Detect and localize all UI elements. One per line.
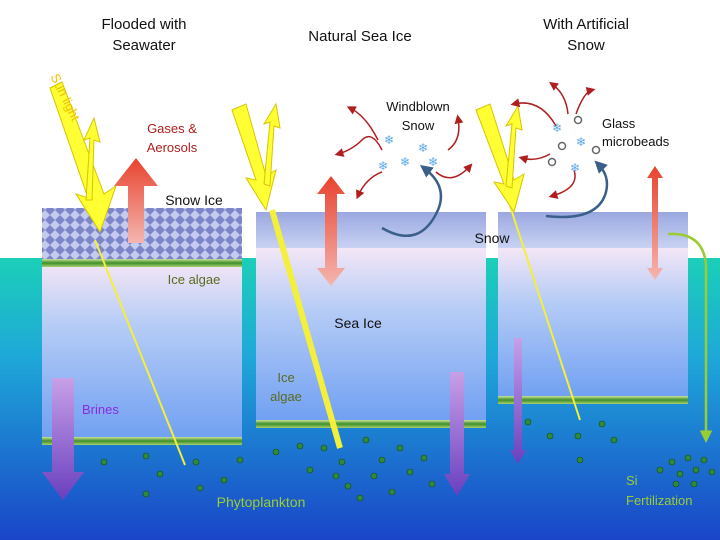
sun-ray-right xyxy=(509,205,581,421)
glass-label-line1: Glass xyxy=(602,116,636,131)
gases-label-line2: Aerosols xyxy=(147,140,198,155)
sun-reflect-left xyxy=(83,116,101,201)
glass-label-line2: microbeads xyxy=(602,134,670,149)
wind-arrow-5 xyxy=(356,171,383,200)
ice-algae-band-left-top xyxy=(42,259,242,267)
windblown-label-line2: Snow xyxy=(402,118,435,133)
wind-arrow-9 xyxy=(518,153,551,164)
snowflake-icon: ❄ xyxy=(418,141,428,155)
snow-layer-mid xyxy=(256,212,486,248)
sun-reflect-mid xyxy=(262,102,281,187)
snowflake-icon: ❄ xyxy=(384,133,394,147)
sun-ray-left xyxy=(94,239,186,466)
column-flooded xyxy=(42,81,242,500)
labels: Flooded with Seawater Natural Sea Ice Wi… xyxy=(48,16,693,510)
snowflake-icon: ❄ xyxy=(428,155,438,169)
snow-ice-label: Snow Ice xyxy=(165,192,223,208)
glass-microbead xyxy=(557,141,567,151)
wind-arrow-6 xyxy=(510,98,557,127)
sea-ice-label: Sea Ice xyxy=(334,315,382,331)
title-flooded-line1: Flooded with xyxy=(101,16,186,33)
glass-microbead xyxy=(591,145,601,155)
ice-block-left xyxy=(42,262,242,442)
wind-arrow-8 xyxy=(575,86,596,115)
wind-arrow-4 xyxy=(435,163,473,179)
double-arrow-right xyxy=(647,166,663,280)
brines-arrow-mid xyxy=(444,372,470,496)
ice-algae-label-mid-line1: Ice xyxy=(277,370,294,385)
snowflake-icon: ❄ xyxy=(570,161,580,175)
si-fertilization-arrow xyxy=(667,232,713,443)
brines-arrow-left xyxy=(42,378,84,500)
blue-return-arrow-right xyxy=(545,160,609,219)
wind-arrow-1 xyxy=(334,135,383,157)
phytoplankton-label: Phytoplankton xyxy=(217,494,306,510)
glass-microbead xyxy=(547,157,557,167)
wind-arrow-10 xyxy=(548,169,576,199)
si-label-line1: Si xyxy=(626,473,638,488)
snow-label-right: Snow xyxy=(474,230,510,246)
title-flooded-line2: Seawater xyxy=(112,37,175,54)
ice-algae-band-mid xyxy=(256,420,486,428)
double-arrow-mid xyxy=(317,176,345,286)
wind-arrow-7 xyxy=(549,81,569,115)
si-label-line2: Fertilization xyxy=(626,493,692,508)
snowflake-icon: ❄ xyxy=(576,135,586,149)
column-artificial: ❄ ❄ ❄ xyxy=(475,81,713,464)
snow-layer-right xyxy=(498,212,688,248)
brines-arrow-right xyxy=(510,338,526,464)
title-natural: Natural Sea Ice xyxy=(308,28,411,45)
title-artificial-line1: With Artificial xyxy=(543,16,629,33)
wind-arrow-2 xyxy=(346,106,379,141)
sun-ray-mid xyxy=(269,209,343,449)
ice-algae-label-left: Ice algae xyxy=(168,272,221,287)
wind-arrow-3 xyxy=(447,114,464,151)
blue-return-arrow-mid xyxy=(381,164,443,238)
title-artificial-line2: Snow xyxy=(567,37,605,54)
windblown-label-line1: Windblown xyxy=(386,99,450,114)
snowflake-icon: ❄ xyxy=(552,121,562,135)
ice-algae-label-mid-line2: algae xyxy=(270,389,302,404)
sun-reflect-right xyxy=(504,104,523,189)
column-natural: ❄ ❄ ❄ ❄ ❄ xyxy=(231,102,486,496)
gases-up-arrow xyxy=(114,158,158,243)
snowflake-icon: ❄ xyxy=(378,159,388,173)
glass-microbead xyxy=(573,115,583,125)
snowflake-icon: ❄ xyxy=(400,155,410,169)
gases-label-line1: Gases & xyxy=(147,121,197,136)
ice-algae-band-left-bottom xyxy=(42,437,242,445)
ice-algae-band-right xyxy=(498,396,688,404)
brines-label: Brines xyxy=(82,402,119,417)
phytoplankton-dots xyxy=(100,418,716,502)
